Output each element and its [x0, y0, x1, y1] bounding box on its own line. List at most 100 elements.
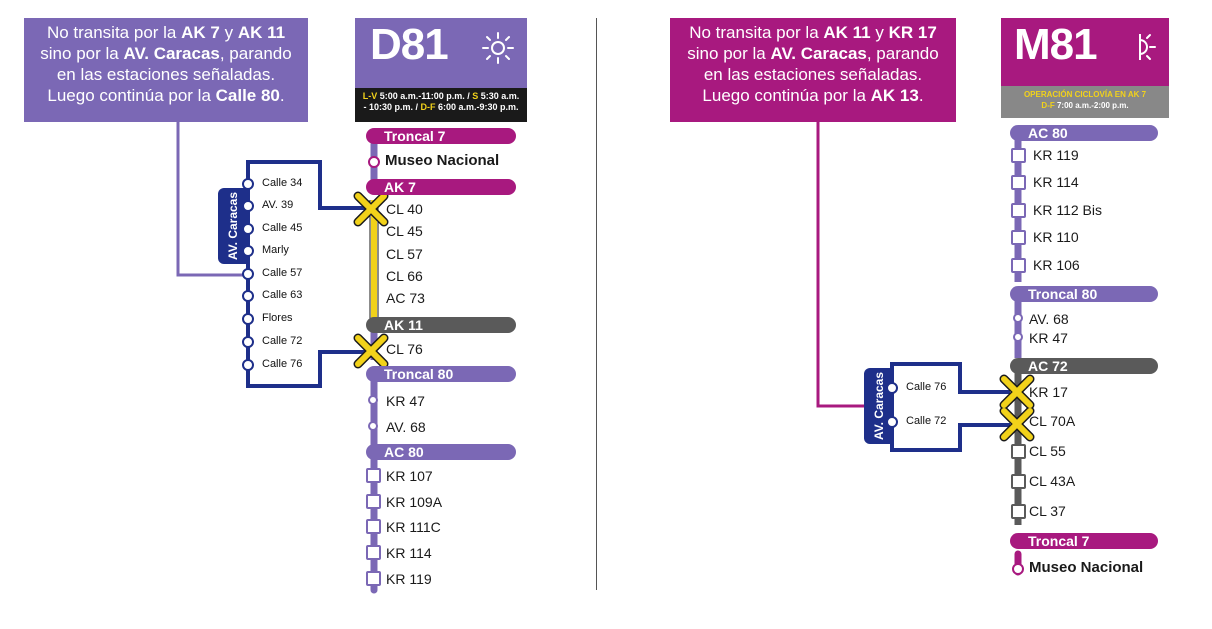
stop-marker	[366, 468, 381, 483]
stop-marker	[242, 200, 254, 212]
m81-corridor-troncal7: Troncal 7	[1010, 533, 1158, 549]
d81-schedule: L-V 5:00 a.m.-11:00 p.m. / S 5:30 a.m. -…	[355, 88, 527, 122]
note-text: y	[219, 23, 238, 42]
d81-caracas-label: AV. Caracas	[226, 191, 240, 261]
caracas-stop: Calle 45	[262, 222, 303, 234]
stop-marker	[366, 494, 381, 509]
schedule-time: 5:30 a.m.	[478, 91, 520, 101]
stop-marker	[368, 156, 380, 168]
d81-closed-x-bottom	[355, 335, 387, 367]
m81-stop: KR 119	[1033, 147, 1079, 163]
m81-stop: KR 17	[1029, 384, 1068, 400]
caracas-stop: Calle 63	[262, 289, 303, 301]
m81-stop: CL 55	[1029, 443, 1066, 459]
stop-marker	[1013, 313, 1023, 323]
d81-stop: KR 111C	[386, 519, 441, 535]
stop-marker	[886, 382, 898, 394]
note-text: Luego continúa por la	[47, 86, 216, 105]
note-text: AV. Caracas	[770, 44, 867, 63]
stop-marker	[242, 336, 254, 348]
d81-stop: KR 47	[386, 393, 425, 409]
m81-corridor-ac72: AC 72	[1010, 358, 1158, 374]
stop-marker	[1011, 444, 1026, 459]
m81-note: No transita por la AK 11 y KR 17 sino po…	[670, 18, 956, 122]
note-text: AK 7	[181, 23, 220, 42]
m81-stop: KR 114	[1033, 174, 1079, 190]
d81-corridor-troncal80: Troncal 80	[366, 366, 516, 382]
note-text: KR 17	[888, 23, 937, 42]
m81-stop: CL 37	[1029, 503, 1066, 519]
stop-marker	[242, 223, 254, 235]
note-text: sino por la	[40, 44, 124, 63]
stop-marker	[1011, 203, 1026, 218]
stop-marker	[366, 571, 381, 586]
schedule-time: - 10:30 p.m. /	[363, 102, 418, 112]
d81-stop: AC 73	[386, 290, 425, 306]
m81-stop: CL 43A	[1029, 473, 1076, 489]
d81-corridor-ac80: AC 80	[366, 444, 516, 460]
d81-note: No transita por la AK 7 y AK 11 sino por…	[24, 18, 308, 122]
d81-note-connector	[176, 122, 247, 277]
m81-route-number: M81	[1014, 20, 1098, 69]
d81-corridor-troncal7: Troncal 7	[366, 128, 516, 144]
stop-marker	[1011, 504, 1026, 519]
stop-marker	[242, 245, 254, 257]
schedule-label: D-F	[1041, 101, 1055, 110]
stop-marker	[886, 416, 898, 428]
d81-stop: KR 107	[386, 468, 433, 484]
stop-marker	[1011, 230, 1026, 245]
note-text: en las estaciones señaladas.	[56, 65, 276, 84]
note-text: , parando	[866, 44, 939, 63]
d81-stop: CL 57	[386, 246, 423, 262]
m81-stop: KR 47	[1029, 330, 1068, 346]
stop-marker	[368, 421, 378, 431]
caracas-stop: Calle 72	[262, 335, 303, 347]
d81-stop: CL 76	[386, 341, 423, 357]
m81-stop: CL 70A	[1029, 413, 1076, 429]
m81-corridor-troncal80: Troncal 80	[1010, 286, 1158, 302]
d81-stop: CL 66	[386, 268, 423, 284]
stop-marker	[242, 359, 254, 371]
note-text: AK 13	[870, 86, 919, 105]
schedule-label: OPERACIÓN CICLOVÍA EN AK 7	[1023, 90, 1147, 99]
d81-stop: KR 109A	[386, 494, 443, 510]
m81-stop: AV. 68	[1029, 311, 1069, 327]
schedule-label: D-F	[417, 102, 436, 112]
schedule-time: 7:00 a.m.-2:00 p.m.	[1054, 101, 1129, 110]
stop-marker	[366, 545, 381, 560]
stop-marker	[1013, 332, 1023, 342]
note-text: AV. Caracas	[123, 44, 220, 63]
caracas-stop: Calle 72	[906, 415, 947, 427]
m81-caracas-label: AV. Caracas	[872, 371, 886, 441]
m81-stop: KR 110	[1033, 229, 1079, 245]
note-text: No transita por la	[46, 23, 182, 42]
m81-note-connector	[816, 122, 866, 408]
d81-stop: Museo Nacional	[385, 152, 500, 169]
stop-marker	[1011, 258, 1026, 273]
stop-marker	[242, 268, 254, 280]
schedule-time: 6:00 a.m.-9:30 p.m.	[435, 102, 519, 112]
m81-caracas-detour	[890, 362, 1010, 452]
d81-stop: KR 119	[386, 571, 432, 587]
caracas-stop: Calle 76	[262, 358, 303, 370]
note-text: y	[870, 23, 889, 42]
stop-marker	[1012, 563, 1024, 575]
m81-stop: Museo Nacional	[1029, 559, 1144, 576]
schedule-label: S	[469, 91, 479, 101]
note-text: AK 11	[237, 23, 286, 42]
stop-marker	[1011, 474, 1026, 489]
d81-route-number: D81	[370, 20, 449, 69]
note-text: .	[279, 86, 285, 105]
caracas-stop: AV. 39	[262, 199, 294, 211]
stop-marker	[242, 313, 254, 325]
sun-icon	[480, 30, 516, 66]
m81-caracas-label-box	[864, 368, 894, 444]
stop-marker	[242, 290, 254, 302]
m81-corridor-ac80: AC 80	[1010, 125, 1158, 141]
caracas-stop: Flores	[262, 312, 293, 324]
d81-stop: AV. 68	[386, 419, 426, 435]
d81-corridor-ak7: AK 7	[366, 179, 516, 195]
d81-stop: CL 45	[386, 223, 423, 239]
caracas-stop: Calle 57	[262, 267, 303, 279]
